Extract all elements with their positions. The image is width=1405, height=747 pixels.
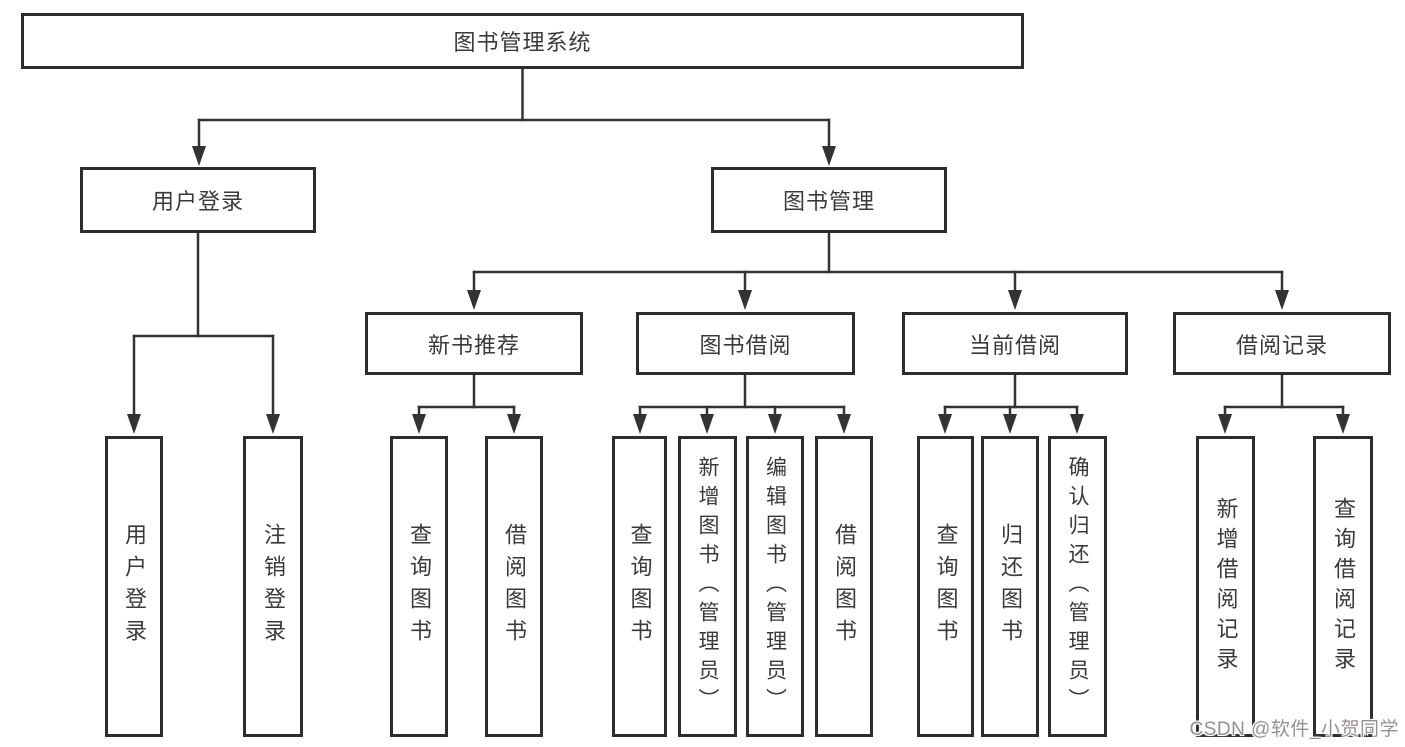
node-leaf-borrow-book-2: 借阅图书 — [815, 436, 873, 737]
node-label: 借阅图书 — [832, 522, 857, 651]
arrow-down-icon — [1003, 414, 1017, 434]
node-label: 编辑图书（管理员） — [763, 456, 787, 717]
node-root-system: 图书管理系统 — [21, 13, 1024, 69]
node-current-borrow: 当前借阅 — [902, 312, 1128, 375]
node-label: 查询图书 — [933, 522, 959, 651]
node-leaf-return-book: 归还图书 — [981, 436, 1039, 737]
arrow-down-icon — [1336, 414, 1350, 434]
node-label: 注销登录 — [261, 522, 286, 651]
node-leaf-confirm-return-admin: 确认归还（管理员） — [1048, 436, 1107, 737]
arrow-down-icon — [467, 290, 481, 310]
node-label: 图书管理 — [782, 189, 875, 214]
node-leaf-add-borrow-record: 新增借阅记录 — [1196, 436, 1255, 737]
node-user-login: 用户登录 — [80, 167, 316, 233]
arrow-down-icon — [768, 414, 782, 434]
node-label: 用户登录 — [151, 189, 244, 214]
node-leaf-query-book-2: 查询图书 — [612, 436, 667, 737]
arrowheads — [127, 146, 1350, 434]
arrow-down-icon — [1070, 414, 1084, 434]
arrow-down-icon — [127, 414, 141, 434]
node-new-book-recommend: 新书推荐 — [365, 312, 583, 375]
node-leaf-edit-book-admin: 编辑图书（管理员） — [746, 436, 804, 737]
node-label: 新增借阅记录 — [1213, 496, 1239, 677]
arrow-down-icon — [1218, 414, 1232, 434]
node-book-borrow: 图书借阅 — [636, 312, 855, 375]
node-leaf-borrow-book-1: 借阅图书 — [485, 436, 543, 737]
node-label: 图书借阅 — [699, 332, 792, 358]
node-label: 新书推荐 — [427, 332, 520, 358]
node-book-management: 图书管理 — [711, 167, 947, 233]
node-leaf-user-login: 用户登录 — [105, 436, 163, 737]
arrow-down-icon — [700, 414, 714, 434]
node-label: 用户登录 — [122, 522, 147, 651]
node-leaf-logout: 注销登录 — [243, 436, 303, 737]
node-label: 借阅图书 — [502, 522, 527, 651]
arrow-down-icon — [266, 414, 280, 434]
node-label: 确认归还（管理员） — [1066, 456, 1089, 717]
node-label: 新增图书（管理员） — [696, 456, 719, 717]
node-label: 查询图书 — [627, 522, 653, 651]
arrow-down-icon — [837, 414, 851, 434]
watermark: CSDN @软件_小贺同学 — [1189, 719, 1399, 740]
node-label: 查询借阅记录 — [1331, 496, 1356, 677]
arrow-down-icon — [507, 414, 521, 434]
arrow-down-icon — [938, 414, 952, 434]
node-label: 借阅记录 — [1235, 332, 1328, 358]
node-leaf-query-book-1: 查询图书 — [390, 436, 448, 737]
arrow-down-icon — [633, 414, 647, 434]
node-label: 归还图书 — [998, 522, 1023, 651]
node-borrow-records: 借阅记录 — [1173, 312, 1391, 375]
arrow-down-icon — [412, 414, 426, 434]
node-label: 图书管理系统 — [453, 30, 592, 55]
node-leaf-query-borrow-record: 查询借阅记录 — [1313, 436, 1373, 737]
node-label: 查询图书 — [407, 522, 432, 651]
node-leaf-query-book-3: 查询图书 — [917, 436, 974, 737]
arrow-down-icon — [192, 146, 206, 166]
node-leaf-add-book-admin: 新增图书（管理员） — [678, 436, 737, 737]
arrow-down-icon — [822, 146, 836, 166]
arrow-down-icon — [1008, 290, 1022, 310]
arrow-down-icon — [1275, 290, 1289, 310]
node-label: 当前借阅 — [968, 332, 1061, 358]
arrow-down-icon — [738, 290, 752, 310]
